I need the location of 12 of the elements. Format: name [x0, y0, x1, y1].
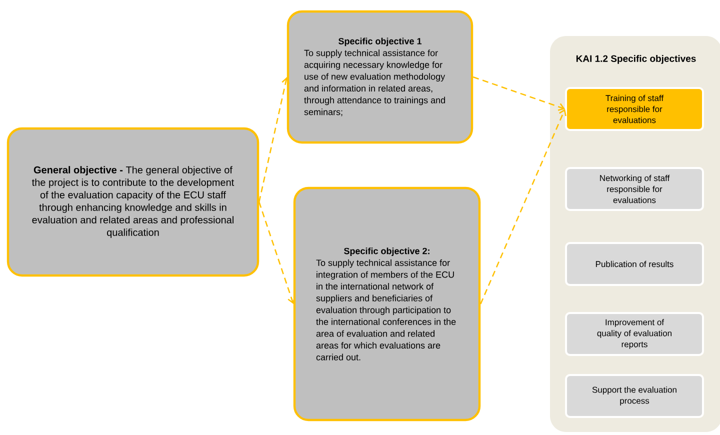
objective-box: Specific objective 1 To supply technical assistance for acquiring necessary knowledge for use of new evaluation methodology and information in related areas, through attendance to trainings and seminars; [286, 10, 474, 144]
arrow [258, 202, 296, 304]
objective-item: Improvement of quality of evaluation reports [565, 312, 704, 356]
arrow [472, 76, 565, 111]
objective-item: Networking of staff responsible for evaluations [565, 166, 704, 211]
objective-box: Specific objective 2: To supply technical assistance for integration of members of the ECU in the international network of suppliers and beneficiaries of evaluation through participation to the international conferences in the area of evaluation and related areas for which evaluations are carried out. [293, 186, 481, 422]
objective-item: Support the evaluation process [565, 374, 704, 418]
arrow [480, 108, 566, 304]
objective-item: Training of staff responsible for evaluations [565, 86, 704, 131]
arrow [258, 76, 290, 202]
objective-box: General objective - The general objective of the project is to contribute to the development of the evaluation capacity of the ECU staff through enhancing knowledge and skills in evaluation and related areas and professional qualification [6, 127, 260, 277]
objective-item: Publication of results [565, 242, 704, 286]
